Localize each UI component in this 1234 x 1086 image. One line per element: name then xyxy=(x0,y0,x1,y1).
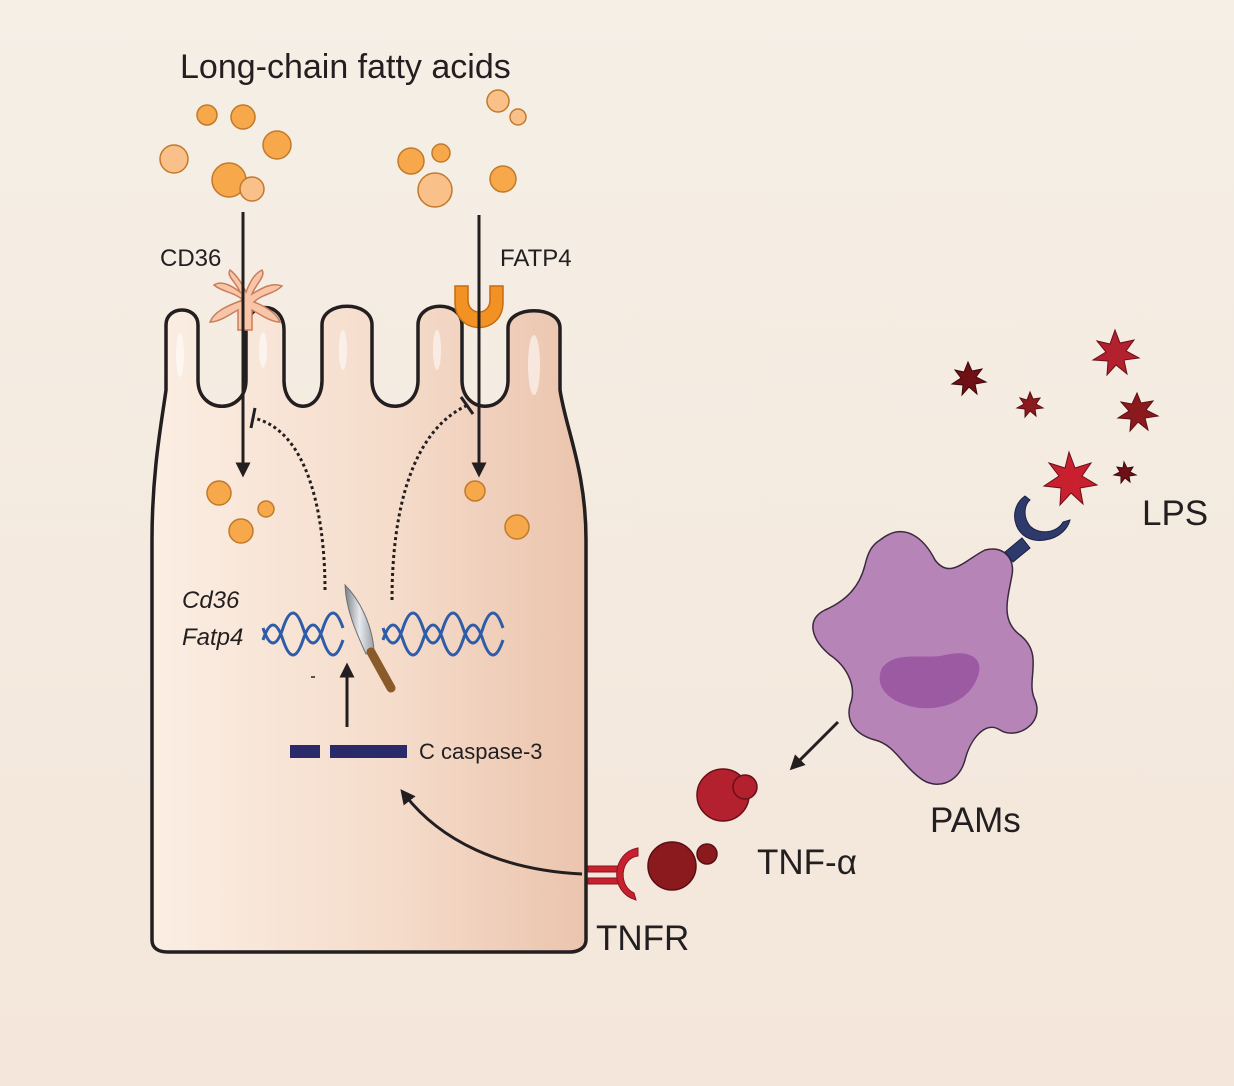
pam-secretion-arrow xyxy=(789,720,840,771)
dna-strand-left-a xyxy=(261,623,345,657)
fatty-acid-droplet xyxy=(206,480,232,506)
dna-strand-left-b xyxy=(261,611,345,645)
lps-star-icon xyxy=(1091,328,1141,377)
caspase-fragment-large xyxy=(330,745,407,758)
fatty-acids-title: Long-chain fatty acids xyxy=(180,48,511,86)
lps-star-icon xyxy=(1042,450,1099,507)
intracellular-fatty-acids xyxy=(206,480,530,544)
tnfr-label: TNFR xyxy=(596,919,689,958)
dna-strand-right-b xyxy=(381,611,505,645)
tnf-alpha-label: TNF-α xyxy=(757,843,857,882)
tnfr-signal-arrow xyxy=(400,789,583,876)
fatty-acid-droplet xyxy=(196,104,218,126)
lps-star-icon xyxy=(1116,391,1160,433)
fatty-acid-droplet xyxy=(262,130,292,160)
tlr4-receptor xyxy=(1004,495,1071,563)
tnf-alpha-bound-small xyxy=(696,843,718,865)
tnfr-stem xyxy=(587,865,619,873)
knife-icon xyxy=(344,583,396,693)
fatty-acid-droplet xyxy=(509,108,527,126)
microvillus-highlight xyxy=(528,335,540,395)
lps-cluster xyxy=(950,328,1160,507)
macrophage-nucleus xyxy=(879,653,980,709)
tnf-alpha-free-small xyxy=(732,774,758,800)
microvilli-highlights xyxy=(176,330,540,395)
lps-star-icon xyxy=(950,360,988,397)
cd36-protein-label: CD36 xyxy=(160,245,221,272)
tnfr-stem xyxy=(587,877,619,885)
fatty-acid-droplet xyxy=(397,147,425,175)
tnfr-receptor xyxy=(587,847,639,901)
fatty-acid-droplet xyxy=(486,89,510,113)
lps-star-icon xyxy=(1112,460,1138,485)
fatp4-protein-label: FATP4 xyxy=(500,245,572,272)
fatty-acid-droplet xyxy=(230,104,256,130)
tnfr-cup xyxy=(616,847,639,901)
fatty-acid-droplet xyxy=(489,165,517,193)
fatty-acid-droplet xyxy=(257,500,275,518)
cd36-gene-label: Cd36 xyxy=(182,587,240,614)
fatp4-transporter xyxy=(454,285,504,329)
microvillus-highlight xyxy=(339,330,347,370)
fatty-acid-droplet xyxy=(504,514,530,540)
tlr4-cup xyxy=(1014,495,1071,541)
lps-star-icon xyxy=(1015,390,1045,419)
fatp4-gene-label: Fatp4 xyxy=(182,624,243,651)
microvillus-highlight xyxy=(176,333,184,377)
cd36-inhibition-bar xyxy=(249,407,257,429)
dna-strand-right-a xyxy=(381,623,505,657)
fatty-acid-cluster-left xyxy=(159,104,292,202)
fatp4-inhibition-bar xyxy=(459,396,475,415)
fatty-acid-cluster-right xyxy=(397,89,527,208)
tnf-alpha-bound xyxy=(647,841,697,891)
fatty-acid-droplet xyxy=(464,480,486,502)
cd36-expression-inhibition xyxy=(252,416,327,591)
microvillus-highlight xyxy=(433,330,441,370)
fatty-acid-droplet xyxy=(431,143,451,163)
fatty-acid-droplet xyxy=(417,172,453,208)
lps-label: LPS xyxy=(1142,494,1208,533)
tlr4-stem xyxy=(1004,537,1031,563)
fatty-acid-droplet xyxy=(228,518,254,544)
caspase-fragment-small xyxy=(290,745,320,758)
fatty-acid-droplet xyxy=(159,144,189,174)
caspase-label: C caspase-3 xyxy=(419,739,543,764)
dna-helix-icon xyxy=(261,611,505,657)
microvillus-highlight xyxy=(259,332,267,368)
fatty-acid-droplet xyxy=(239,176,265,202)
knife-handle xyxy=(366,647,396,693)
cd36-receptor xyxy=(208,268,284,331)
pams-label: PAMs xyxy=(930,801,1021,840)
